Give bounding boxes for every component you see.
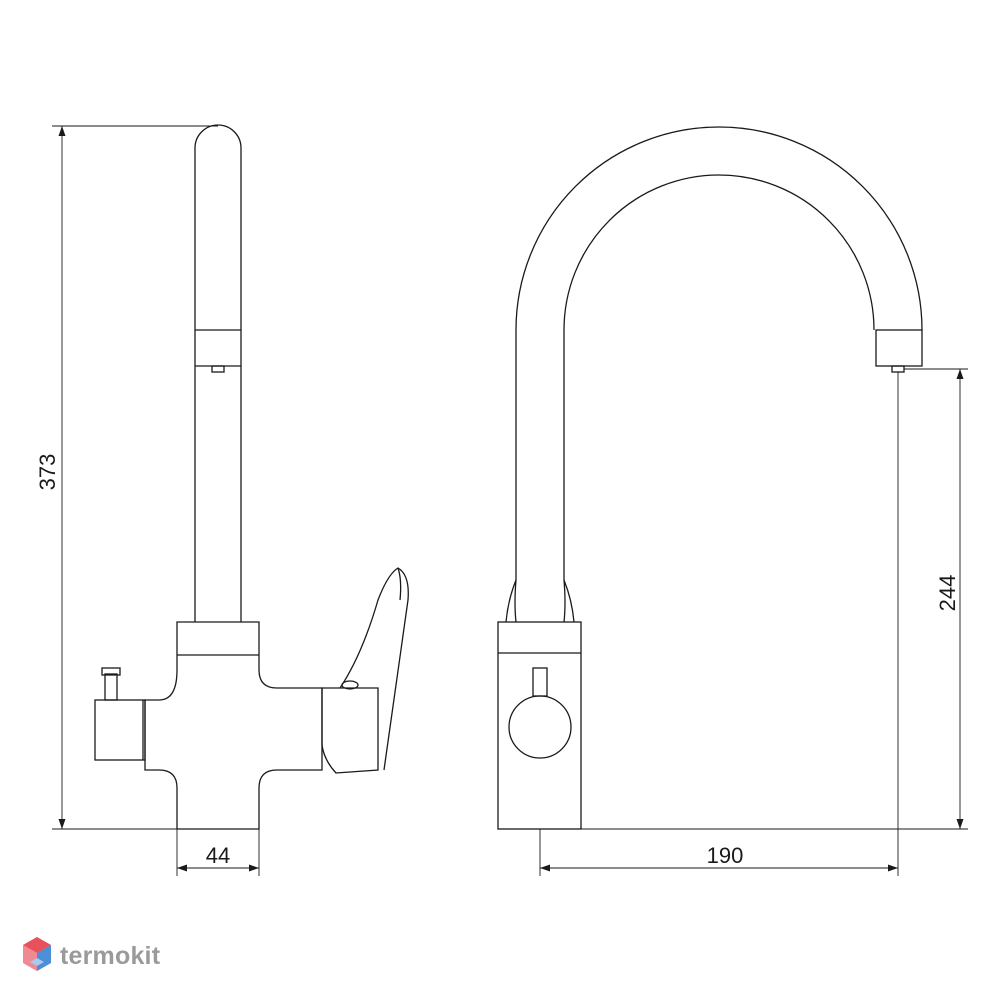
brand-name: termokit: [60, 941, 161, 970]
front-spout-tip: [875, 329, 923, 367]
front-view: [497, 126, 923, 830]
side-filter-knob: [94, 699, 146, 761]
side-lever-base: [321, 687, 379, 774]
side-view: [94, 124, 409, 830]
front-spout-inner: [563, 174, 875, 580]
hexagon-logo-icon: [22, 936, 52, 977]
side-aerator-nub: [211, 365, 225, 373]
front-neck-joint: [505, 579, 575, 623]
dim-244-label: 244: [935, 575, 960, 612]
side-spout-tube: [194, 124, 242, 622]
front-aerator-nub: [891, 365, 905, 373]
brand-logo: termokit: [22, 934, 160, 978]
front-filter-knob: [508, 695, 572, 759]
dim-373-label: 373: [35, 454, 60, 491]
side-filter-stem: [104, 673, 118, 701]
dim-190-label: 190: [707, 843, 744, 868]
dimension-labels: 373 244 44 190: [35, 454, 960, 868]
side-lever-pivot: [341, 680, 359, 690]
dim-44-label: 44: [206, 843, 230, 868]
side-body: [144, 621, 323, 830]
side-lever-arm: [339, 567, 409, 771]
front-body: [497, 621, 582, 830]
front-filter-stem: [532, 667, 548, 697]
front-spout-outer: [515, 126, 923, 580]
dimension-lines: [52, 125, 968, 876]
